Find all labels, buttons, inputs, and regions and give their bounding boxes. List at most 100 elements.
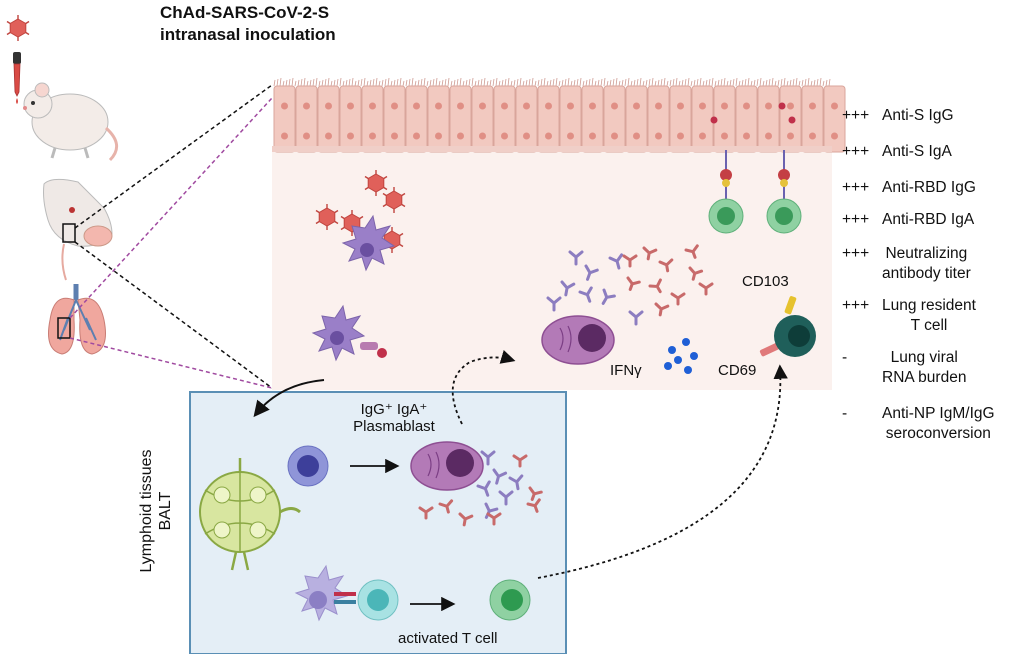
cilium bbox=[540, 78, 543, 87]
cilium bbox=[333, 79, 336, 87]
epithelial-cell bbox=[383, 85, 406, 153]
epithelial-cell bbox=[735, 85, 758, 153]
result-line: Anti-S IgG bbox=[882, 107, 954, 124]
cilium bbox=[354, 80, 357, 87]
cilium bbox=[681, 79, 684, 87]
mouse-illustration bbox=[23, 82, 118, 162]
cilium bbox=[330, 80, 333, 87]
cd103-label: CD103 bbox=[742, 273, 789, 290]
cilium bbox=[783, 77, 786, 87]
balt-lymph-node bbox=[199, 458, 301, 571]
cilium bbox=[366, 80, 369, 87]
cilium bbox=[537, 79, 540, 87]
cilium bbox=[462, 80, 465, 87]
cilium bbox=[660, 78, 663, 87]
cilium bbox=[594, 80, 597, 87]
result-item: +++Anti-S IgA bbox=[842, 142, 952, 162]
cilium bbox=[753, 79, 756, 87]
cilium bbox=[513, 79, 516, 87]
ifng-label: IFNγ bbox=[610, 362, 642, 379]
cilium bbox=[735, 77, 738, 87]
cilium bbox=[747, 77, 750, 87]
cilium bbox=[444, 78, 447, 87]
cilium bbox=[393, 79, 396, 87]
cilium bbox=[615, 77, 618, 87]
cilium bbox=[576, 78, 579, 87]
cilium bbox=[525, 79, 528, 87]
result-symbol: - bbox=[842, 349, 848, 366]
cilium bbox=[447, 77, 450, 87]
cilium bbox=[699, 77, 702, 87]
epithelial-cell bbox=[317, 85, 340, 153]
cilium bbox=[822, 80, 825, 87]
cilium bbox=[588, 78, 591, 87]
result-symbol: +++ bbox=[842, 107, 870, 124]
cilium bbox=[816, 78, 819, 87]
infected-cells bbox=[710, 102, 796, 124]
cilium bbox=[495, 77, 498, 87]
cilium bbox=[402, 80, 405, 87]
cilium bbox=[549, 79, 552, 87]
cilium bbox=[465, 79, 468, 87]
cilium bbox=[534, 80, 537, 87]
cilium bbox=[543, 77, 546, 87]
cilium bbox=[369, 79, 372, 87]
cilium bbox=[363, 77, 366, 87]
cilium bbox=[663, 77, 666, 87]
epithelial-cell bbox=[339, 85, 362, 153]
cilium bbox=[438, 80, 441, 87]
result-line: antibody titer bbox=[882, 265, 971, 282]
cilium bbox=[762, 80, 765, 87]
cilium bbox=[315, 77, 318, 87]
cilium bbox=[627, 77, 630, 87]
cilium bbox=[384, 78, 387, 87]
cilium bbox=[339, 77, 342, 87]
cilium bbox=[819, 77, 822, 87]
epithelial-cell bbox=[493, 85, 516, 153]
cilium bbox=[468, 78, 471, 87]
epithelium-layer bbox=[273, 85, 846, 153]
virus-particle-top bbox=[6, 14, 30, 42]
cilium bbox=[678, 80, 681, 87]
title-line2: intranasal inoculation bbox=[160, 25, 336, 44]
result-symbol: - bbox=[842, 405, 848, 422]
cilium bbox=[351, 77, 354, 87]
cd69-label: CD69 bbox=[718, 362, 757, 379]
cilium bbox=[738, 80, 741, 87]
cilium bbox=[504, 78, 507, 87]
result-text: Anti-RBD IgG bbox=[882, 178, 976, 198]
cilium bbox=[585, 79, 588, 87]
mouse-head-section bbox=[43, 178, 113, 281]
result-line: Anti-NP IgM/IgG bbox=[882, 405, 995, 422]
cilium bbox=[528, 78, 531, 87]
result-symbol: +++ bbox=[842, 245, 870, 262]
cilium bbox=[276, 78, 279, 87]
cilium bbox=[675, 77, 678, 87]
cilium bbox=[306, 80, 309, 87]
epithelial-cell bbox=[625, 85, 648, 153]
cilium bbox=[648, 78, 651, 87]
cilium bbox=[348, 78, 351, 87]
cilium bbox=[552, 78, 555, 87]
ifng-dots bbox=[664, 338, 698, 374]
cilium bbox=[723, 77, 726, 87]
cilium bbox=[546, 80, 549, 87]
dropper-icon bbox=[13, 52, 21, 104]
cilium bbox=[399, 77, 402, 87]
plasmablast-isotype: IgG⁺ IgA⁺ bbox=[360, 401, 428, 418]
cilium bbox=[390, 80, 393, 87]
cilium bbox=[693, 79, 696, 87]
cilium bbox=[357, 79, 360, 87]
result-line: Anti-RBD IgA bbox=[882, 211, 975, 228]
resident-t-cell bbox=[759, 296, 816, 357]
cilium bbox=[744, 78, 747, 87]
result-symbol: +++ bbox=[842, 297, 870, 314]
epithelial-cell bbox=[273, 85, 296, 153]
cilium bbox=[285, 79, 288, 87]
result-line: seroconversion bbox=[885, 425, 991, 442]
cilium bbox=[564, 78, 567, 87]
cilium bbox=[765, 79, 768, 87]
cilium bbox=[777, 79, 780, 87]
cilium bbox=[591, 77, 594, 87]
cilium bbox=[414, 80, 417, 87]
